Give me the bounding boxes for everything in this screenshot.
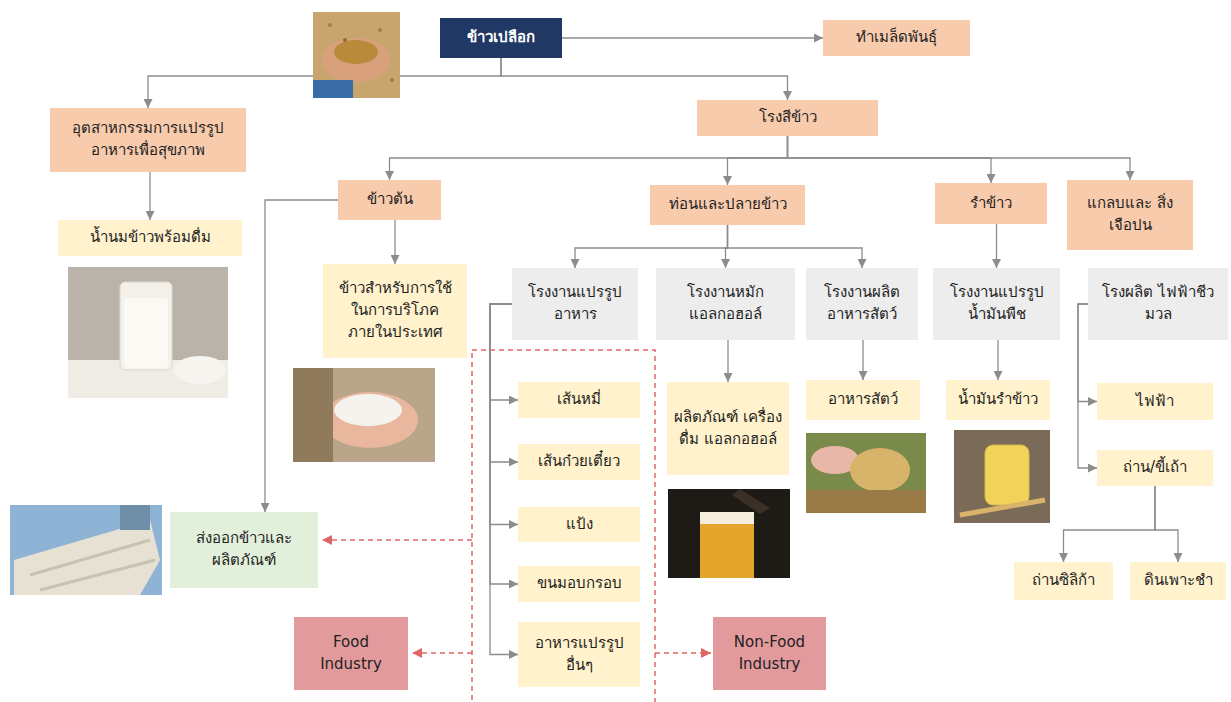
category-box: รำข้าว	[935, 183, 1047, 224]
product-box: เส้นก๋วยเตี๋ยว	[518, 444, 640, 480]
industry-box: Food Industry	[294, 617, 408, 690]
export-sacks-photo	[10, 505, 162, 595]
dashed-arrow	[412, 652, 472, 654]
connector-arrow	[501, 58, 788, 100]
node-label: ถ่าน/ขี้เถ้า	[1123, 457, 1187, 479]
node-label: โรงงานหมัก แอลกอฮอล์	[662, 282, 789, 326]
connector-arrow	[490, 304, 518, 655]
node-label: น้ำนมข้าวพร้อมดื่ม	[90, 227, 211, 249]
connector-arrow	[1155, 486, 1178, 562]
category-box: อุตสาหกรรมการแปรรูป อาหารเพื่อสุขภาพ	[50, 108, 246, 172]
product-box: ไฟฟ้า	[1097, 383, 1213, 420]
connector-arrow	[862, 340, 863, 380]
node-label: โรงผลิต ไฟฟ้าชีวมวล	[1094, 282, 1222, 326]
factory-box: โรงงานแปรรูป น้ำมันพืช	[933, 268, 1060, 340]
product-box: ถ่านซิลิก้า	[1014, 562, 1113, 600]
node-label: แป้ง	[566, 514, 593, 536]
export-box: ส่งออกข้าวและ ผลิตภัณฑ์	[170, 512, 318, 588]
connector-arrow	[1064, 486, 1156, 562]
factory-box: โรงงานแปรรูป อาหาร	[512, 268, 638, 340]
product-box: น้ำมันรำข้าว	[946, 380, 1050, 420]
product-box: ผลิตภัณฑ์ เครื่องดื่ม แอลกอฮอล์	[667, 382, 789, 475]
node-label: รำข้าว	[970, 193, 1012, 215]
paddy-photo	[313, 12, 400, 98]
connector-arrow	[997, 340, 998, 380]
connector-arrow	[996, 224, 997, 268]
animal-feed-photo	[806, 433, 926, 513]
node-label: โรงสีข้าว	[759, 107, 817, 129]
category-box: แกลบและ สิ่งเจือปน	[1067, 180, 1193, 250]
product-box: ขนมอบกรอบ	[518, 566, 640, 602]
node-label: ท่อนและปลายข้าว	[669, 194, 787, 216]
node-label: ส่งออกข้าวและ ผลิตภัณฑ์	[176, 528, 312, 572]
node-label: ดินเพาะชำ	[1144, 570, 1213, 592]
connector-arrow	[728, 225, 863, 268]
connector-arrow	[788, 136, 992, 183]
root-box: ข้าวเปลือก	[440, 18, 562, 58]
node-label: อาหารสัตว์	[828, 389, 898, 411]
node-label: ทำเมล็ดพันธุ์	[856, 27, 937, 49]
product-box: ถ่าน/ขี้เถ้า	[1097, 450, 1213, 486]
category-box: ข้าวต้น	[338, 180, 441, 220]
node-label: ข้าวสำหรับการใช้ ในการบริโภค ภายในประเทศ	[329, 278, 461, 343]
white-rice-photo	[293, 368, 435, 462]
industry-box: Non-Food Industry	[713, 617, 826, 690]
product-box: น้ำนมข้าวพร้อมดื่ม	[58, 220, 242, 256]
node-label: อุตสาหกรรมการแปรรูป อาหารเพื่อสุขภาพ	[56, 118, 240, 162]
product-box: ข้าวสำหรับการใช้ ในการบริโภค ภายในประเทศ	[323, 264, 467, 358]
connector-arrow	[727, 340, 728, 382]
node-label: น้ำมันรำข้าว	[958, 389, 1038, 411]
node-label: ข้าวเปลือก	[467, 27, 535, 49]
connector-arrow	[562, 37, 823, 38]
dashed-arrow	[655, 652, 711, 654]
node-label: เส้นก๋วยเตี๋ยว	[538, 451, 620, 473]
dashed-arrow	[322, 539, 472, 541]
node-label: เส้นหมี่	[557, 389, 601, 411]
node-label: ไฟฟ้า	[1136, 391, 1174, 413]
factory-box: โรงงานผลิต อาหารสัตว์	[806, 268, 918, 340]
node-label: ถ่านซิลิก้า	[1032, 570, 1095, 592]
rice-milk-photo	[68, 267, 228, 398]
connector-arrow	[788, 136, 1131, 180]
rice-bran-oil-photo	[954, 430, 1050, 523]
node-label: โรงงานแปรรูป น้ำมันพืช	[939, 282, 1054, 326]
node-label: Non-Food Industry	[719, 632, 820, 676]
product-box: อาหารแปรรูป อื่นๆ	[518, 622, 640, 687]
product-box: ดินเพาะชำ	[1130, 562, 1226, 600]
node-label: ขนมอบกรอบ	[537, 573, 622, 595]
category-box: ทำเมล็ดพันธุ์	[823, 20, 970, 56]
node-label: Food Industry	[300, 632, 402, 676]
node-label: ผลิตภัณฑ์ เครื่องดื่ม แอลกอฮอล์	[673, 407, 783, 451]
factory-box: โรงงานหมัก แอลกอฮอล์	[656, 268, 795, 340]
node-label: แกลบและ สิ่งเจือปน	[1073, 193, 1187, 237]
category-box: โรงสีข้าว	[697, 100, 878, 136]
connector-arrow	[149, 172, 150, 220]
category-box: ท่อนและปลายข้าว	[650, 185, 805, 225]
product-box: เส้นหมี่	[518, 382, 640, 418]
node-label: ข้าวต้น	[367, 189, 413, 211]
connector-arrow	[490, 304, 518, 584]
node-label: โรงงานผลิต อาหารสัตว์	[812, 282, 912, 326]
product-box: แป้ง	[518, 507, 640, 542]
beer-photo	[668, 489, 790, 578]
node-label: โรงงานแปรรูป อาหาร	[518, 282, 632, 326]
factory-box: โรงผลิต ไฟฟ้าชีวมวล	[1088, 268, 1228, 340]
node-label: อาหารแปรรูป อื่นๆ	[524, 633, 634, 677]
dashed-region	[472, 350, 655, 702]
product-box: อาหารสัตว์	[806, 380, 920, 420]
connector-arrow	[728, 136, 788, 185]
connector-arrow	[394, 220, 395, 264]
connector-arrow	[575, 225, 728, 268]
